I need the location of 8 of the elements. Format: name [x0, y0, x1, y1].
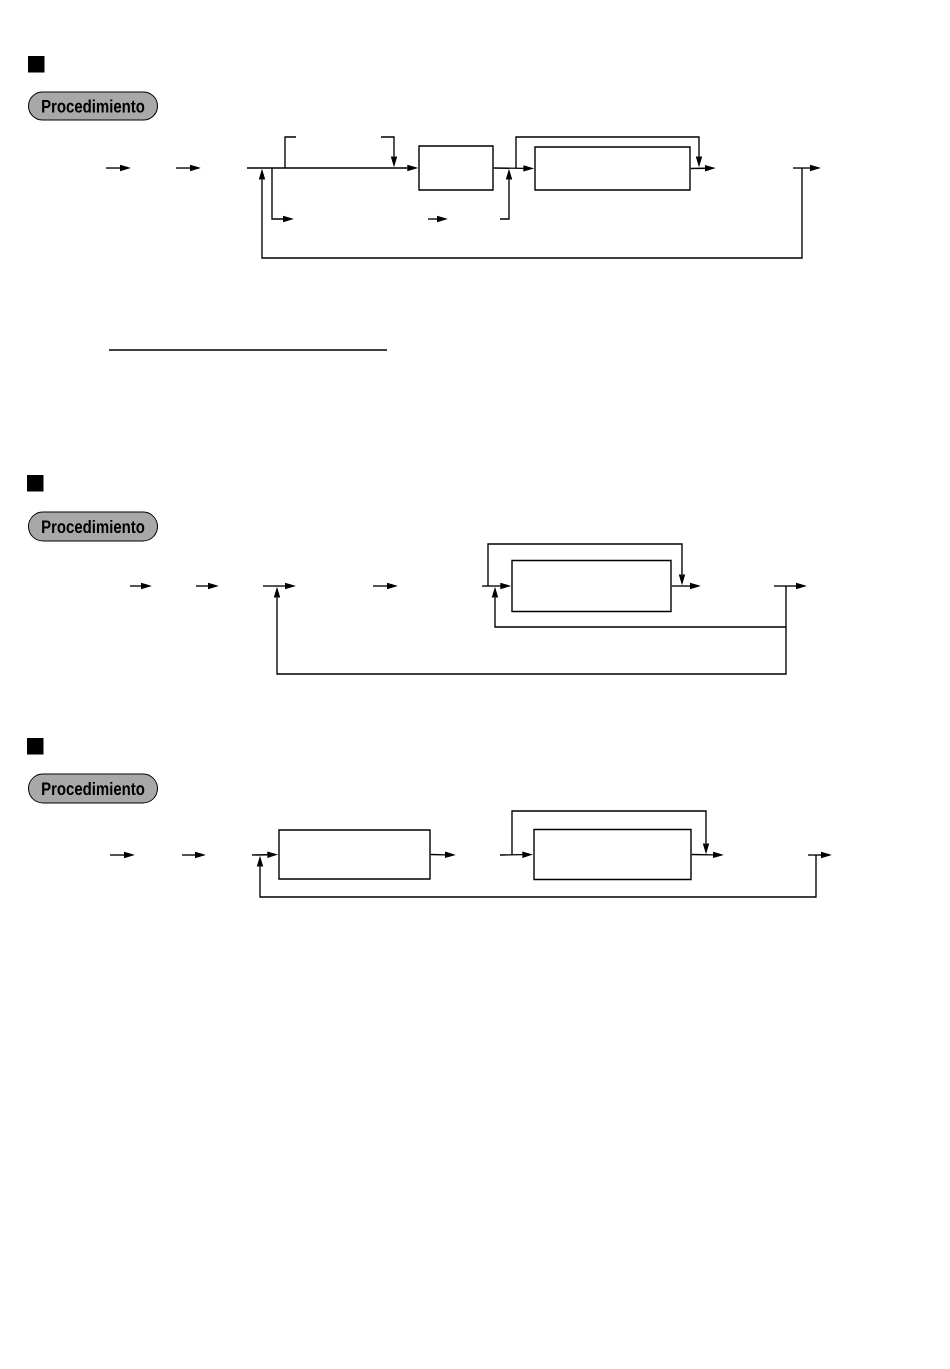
- procedure-badge: Procedimiento: [28, 773, 158, 804]
- procedure-badge: Procedimiento: [28, 91, 158, 121]
- process-box: [533, 828, 692, 881]
- process-box: [511, 559, 672, 613]
- procedure-badge: Procedimiento: [28, 511, 158, 542]
- process-box: [278, 829, 431, 880]
- process-box: [534, 146, 691, 191]
- process-box: [418, 145, 494, 191]
